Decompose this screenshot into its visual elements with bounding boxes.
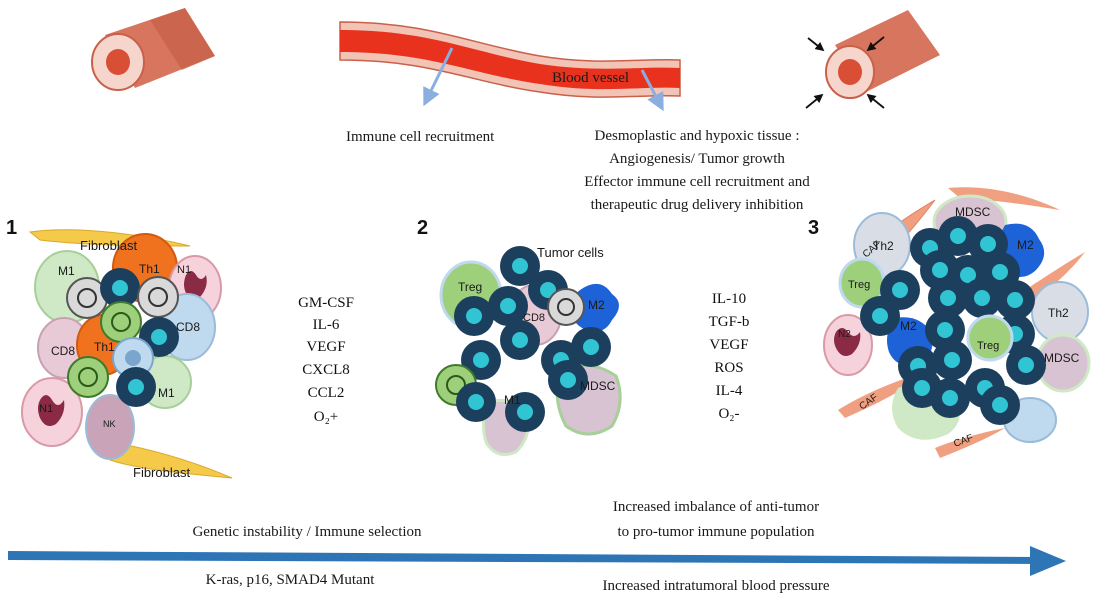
immune-recruitment-text: Immune cell recruitment	[346, 129, 495, 145]
mdsc-right-label: MDSC	[1044, 351, 1080, 365]
m2-top-label: M2	[1017, 238, 1034, 252]
desmoplastic-line-1: Desmoplastic and hypoxic tissue :	[595, 128, 800, 144]
th1-top-label: Th1	[139, 262, 160, 276]
cd8-left-label: CD8	[51, 344, 75, 358]
timeline-below-left: K-ras, p16, SMAD4 Mutant	[206, 572, 376, 588]
blood-vessel-label: Blood vessel	[552, 70, 629, 86]
n1-bottom-label: N1	[39, 403, 53, 415]
fibroblast-bottom-shape	[99, 439, 233, 479]
th1-mid-label: Th1	[94, 340, 115, 354]
blood-vessel	[339, 21, 681, 98]
cytokine-right-5: IL-4	[716, 383, 743, 399]
m2-mid-label: M2	[900, 319, 917, 333]
desmoplastic-line-3: Effector immune cell recruitment and	[584, 174, 810, 190]
grey-cell-2	[137, 276, 179, 318]
stage-2-cluster	[435, 246, 622, 456]
n2-label: N2	[838, 329, 851, 340]
caf-bottom-shape	[935, 428, 1005, 458]
timeline-above-right-1: Increased imbalance of anti-tumor	[613, 499, 819, 515]
fibroblast-top-label: Fibroblast	[80, 238, 137, 253]
n1-top-label: N1	[177, 264, 191, 276]
desmoplastic-line-4: therapeutic drug delivery inhibition	[591, 197, 804, 213]
cytokine-right-2: TGF-b	[709, 314, 750, 330]
cytokine-right-3: VEGF	[709, 337, 748, 353]
cd8-label: CD8	[523, 312, 545, 324]
cytokine-left-1: GM-CSF	[298, 295, 354, 311]
cytokine-left-3: VEGF	[306, 339, 345, 355]
desmoplastic-line-2: Angiogenesis/ Tumor growth	[609, 151, 785, 167]
timeline-above-left: Genetic instability / Immune selection	[192, 524, 422, 540]
m1-label: M1	[504, 393, 521, 407]
treg-left-label: Treg	[848, 279, 870, 291]
cytokine-right-6: O₂-	[718, 406, 739, 422]
cytokine-right-4: ROS	[714, 360, 743, 376]
m1-mid-label: M1	[158, 386, 175, 400]
nk-cell	[85, 394, 135, 460]
m1-top-label: M1	[58, 264, 75, 278]
grey-cell	[547, 288, 585, 326]
treg-center-label: Treg	[977, 340, 999, 352]
m2-cell	[572, 283, 619, 332]
cytokine-left-6: O₂+	[314, 409, 339, 425]
cytokine-left-5: CCL2	[308, 385, 345, 401]
compressed-vessel-icon	[805, 10, 940, 109]
treg-label: Treg	[458, 280, 482, 294]
timeline-above-right-2: to pro-tumor immune population	[617, 524, 815, 540]
m2-label: M2	[588, 298, 605, 312]
stage-3-cluster	[823, 187, 1091, 458]
normal-vessel-icon	[91, 8, 215, 91]
mdsc-label: MDSC	[580, 379, 616, 393]
green-cell-1	[100, 301, 142, 343]
green-cell-2	[67, 356, 109, 398]
th2-right-label: Th2	[1048, 306, 1069, 320]
nk-label: NK	[103, 419, 116, 429]
recruitment-arrow	[423, 47, 454, 107]
stage-2-number: 2	[417, 217, 428, 239]
treg-center-cell	[966, 314, 1014, 362]
cd8-right-label: CD8	[176, 320, 200, 334]
timeline-below-right: Increased intratumoral blood pressure	[603, 578, 830, 594]
stage-3-number: 3	[808, 217, 819, 239]
fibroblast-bottom-label: Fibroblast	[133, 465, 190, 480]
stage-1-cluster	[21, 229, 233, 479]
tumor-cells-title: Tumor cells	[537, 245, 604, 260]
desmoplastic-arrow	[640, 69, 664, 112]
mdsc-top-label: MDSC	[955, 205, 991, 219]
cytokine-right-1: IL-10	[712, 291, 746, 307]
th2-top-label: Th2	[873, 239, 894, 253]
caf-upper-right-shape	[948, 187, 1060, 210]
stage-1-number: 1	[6, 217, 17, 239]
cytokine-left-2: IL-6	[313, 317, 340, 333]
timeline-arrow	[8, 546, 1066, 576]
cytokine-left-4: CXCL8	[302, 362, 350, 378]
